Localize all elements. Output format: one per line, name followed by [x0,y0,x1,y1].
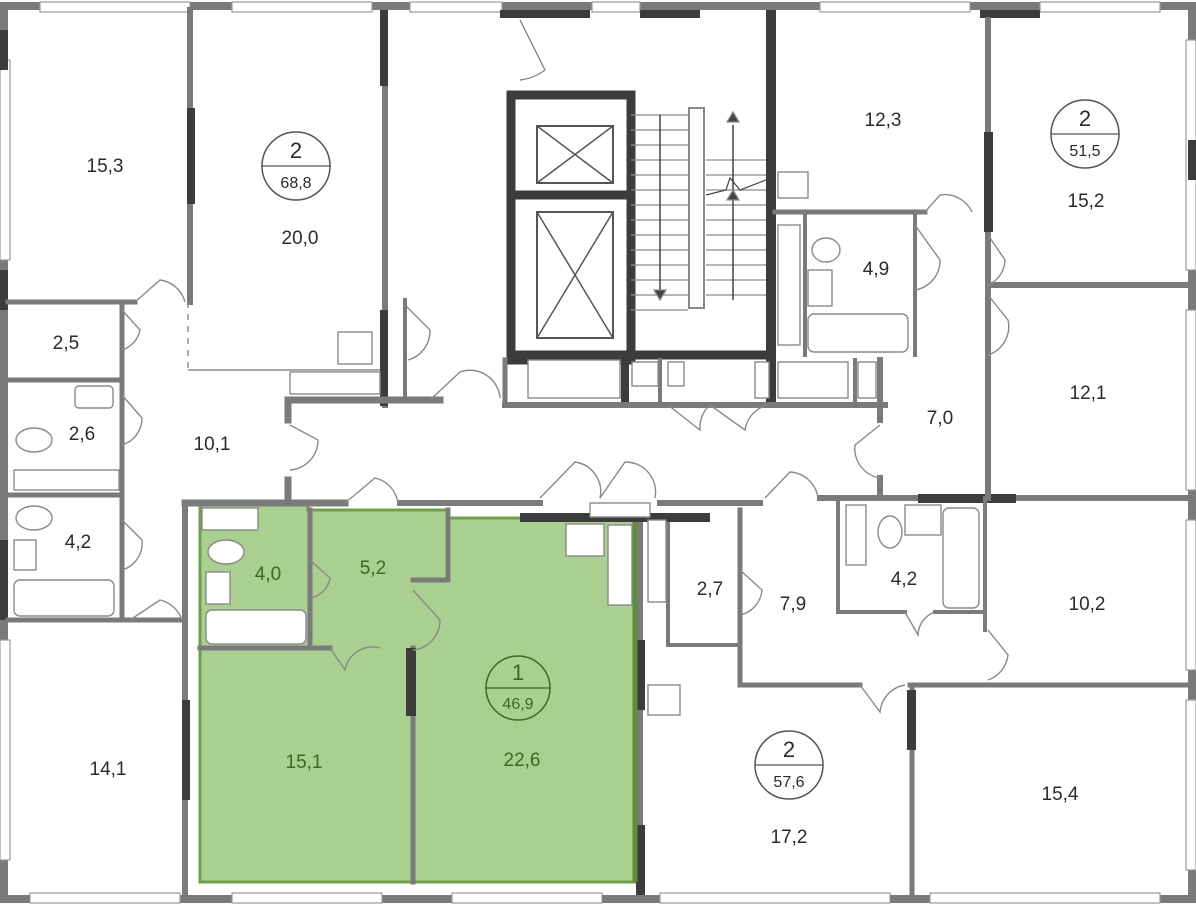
apartment-total-area: 46,9 [502,696,533,713]
room-area: 12,3 [865,110,902,131]
room-area: 5,2 [360,558,386,579]
room-area: 4,2 [65,532,91,553]
room-area: 2,6 [69,424,95,445]
room-area: 7,9 [780,594,806,615]
apartment-rooms: 2 [290,138,302,163]
apartment-total-area: 68,8 [280,175,311,192]
room-labels: 15,3 20,0 2,5 2,6 10,1 4,2 14,1 12,3 15,… [53,110,1107,848]
room-area: 20,0 [282,228,319,249]
doors [121,19,1010,714]
room-area: 15,2 [1068,191,1105,212]
room-area: 15,4 [1042,784,1079,805]
apartment-badge-west[interactable]: 2 68,8 [261,131,331,201]
room-area: 10,1 [194,434,231,455]
apartment-rooms: 2 [783,737,795,762]
room-area: 15,1 [286,752,323,773]
apartment-badge-south[interactable]: 2 57,6 [754,730,824,800]
room-area: 4,2 [891,569,917,590]
elevator-shafts [536,125,614,339]
fixtures [13,171,980,716]
apartment-rooms: 2 [1079,106,1091,131]
selected-apartment[interactable] [198,501,638,884]
apartment-badge-selected[interactable]: 1 46,9 [485,655,551,721]
room-area: 22,6 [504,750,541,771]
room-area: 4,9 [863,259,889,280]
apartment-total-area: 57,6 [773,774,804,791]
apartment-badge-east[interactable]: 2 51,5 [1050,99,1120,169]
room-area: 2,5 [53,333,79,354]
apartment-total-area: 51,5 [1069,143,1100,160]
room-area: 14,1 [90,759,127,780]
room-area: 17,2 [771,827,808,848]
staircase [631,107,767,311]
room-area: 10,2 [1069,594,1106,615]
apartment-rooms: 1 [512,660,524,685]
room-area: 15,3 [87,156,124,177]
room-area: 4,0 [255,564,281,585]
room-area: 2,7 [697,579,723,600]
interior-walls [5,7,1193,898]
room-area: 7,0 [927,408,953,429]
room-area: 12,1 [1070,383,1107,404]
